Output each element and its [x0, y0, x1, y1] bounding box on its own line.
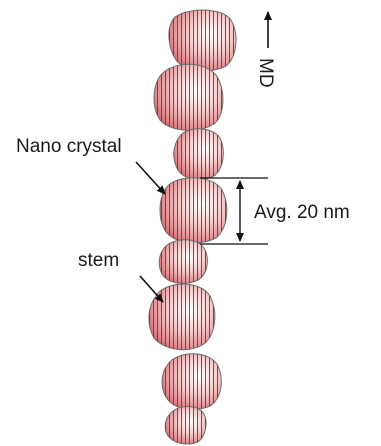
crystal-stack [149, 10, 236, 444]
stem-pointer-arrow [140, 276, 163, 302]
stem-label: stem [78, 250, 119, 271]
nano-crystal [162, 354, 221, 410]
nano-crystal [169, 10, 236, 71]
nano-crystal-callout: Nano crystal [16, 136, 165, 194]
nano-crystal-label: Nano crystal [16, 136, 122, 157]
nano-crystal [160, 178, 227, 243]
nano-crystal [165, 407, 206, 445]
nano-crystal [149, 284, 215, 350]
nano-crystal [154, 64, 223, 130]
nano-crystal [174, 129, 224, 180]
md-direction-indicator: MD [255, 12, 276, 88]
size-label: Avg. 20 nm [254, 202, 350, 223]
nano-crystal [159, 240, 207, 284]
stem-callout: stem [78, 250, 163, 302]
nano-crystal-pointer-arrow [136, 162, 165, 194]
md-label: MD [255, 58, 276, 88]
